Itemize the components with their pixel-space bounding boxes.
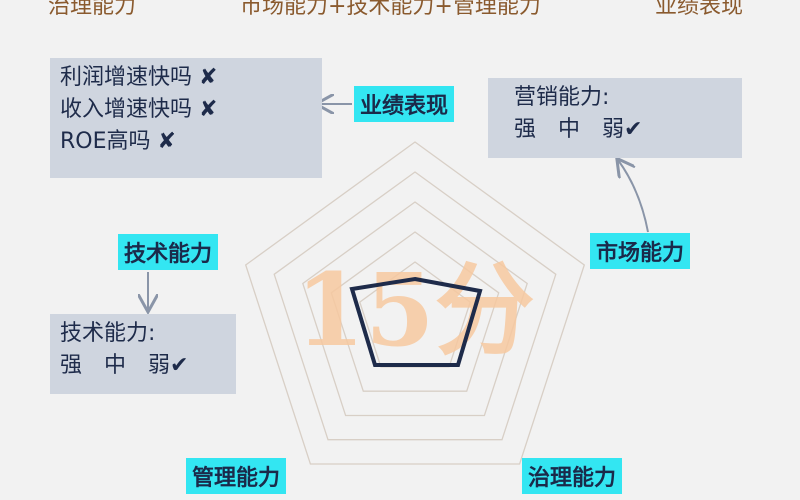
- tech-levels: 强 中 弱✔: [60, 353, 189, 378]
- tag-tech: 技术能力: [118, 234, 219, 270]
- radar-ring: [302, 201, 528, 417]
- radar-ring: [244, 141, 586, 465]
- radar-ring: [273, 171, 557, 441]
- tech-box: 技术能力: 强 中 弱✔: [50, 314, 236, 394]
- marketing-box: 营销能力: 强 中 弱✔: [488, 78, 742, 158]
- performance-item: 利润增速快吗 ✘: [60, 65, 218, 90]
- performance-item: ROE高吗 ✘: [60, 129, 176, 154]
- top-label-combined: 市场能力+技术能力+管理能力: [240, 0, 541, 19]
- marketing-levels: 强 中 弱✔: [514, 117, 643, 142]
- top-label-performance: 业绩表现: [655, 0, 744, 19]
- tag-market: 市场能力: [590, 233, 691, 269]
- tag-governance: 治理能力: [522, 458, 623, 494]
- score-watermark: 15分: [295, 251, 534, 369]
- radar-ring: [330, 231, 500, 392]
- performance-item: 收入增速快吗 ✘: [60, 97, 218, 122]
- marketing-title: 营销能力:: [514, 85, 610, 110]
- tag-management: 管理能力: [186, 458, 287, 494]
- arrow-market: [618, 160, 649, 233]
- tech-title: 技术能力:: [60, 321, 156, 346]
- top-label-governance: 治理能力: [48, 0, 137, 19]
- performance-box: 利润增速快吗 ✘ 收入增速快吗 ✘ ROE高吗 ✘: [50, 58, 322, 178]
- score-polygon: [349, 276, 483, 367]
- tag-performance: 业绩表现: [354, 86, 455, 122]
